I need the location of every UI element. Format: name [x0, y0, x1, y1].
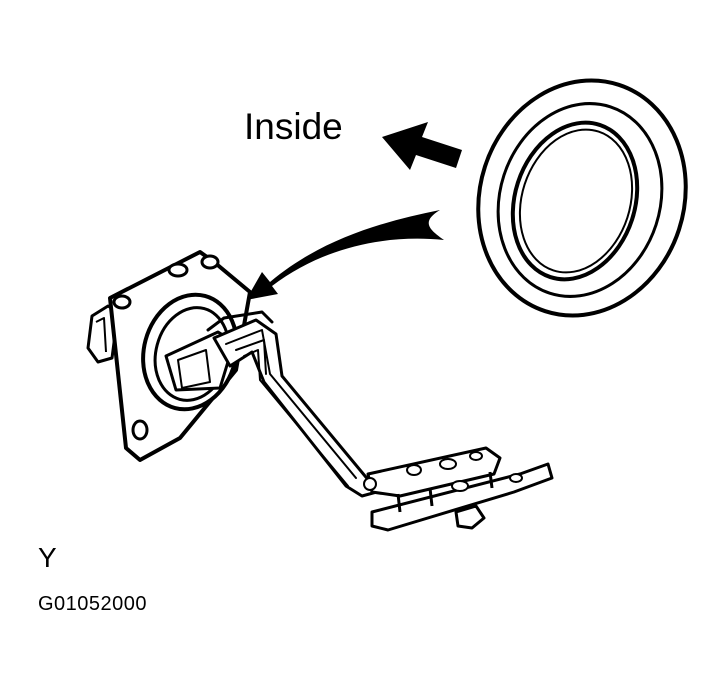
bent-tube-bracket	[164, 310, 386, 498]
view-letter: Y	[38, 542, 57, 573]
arrow-pointing-inside	[382, 122, 462, 170]
inside-label: Inside	[244, 106, 343, 147]
curved-install-arrow	[246, 210, 444, 300]
seal-ring	[476, 78, 688, 318]
figure-code: G01052000	[38, 593, 148, 615]
mounting-bracket	[363, 446, 554, 532]
